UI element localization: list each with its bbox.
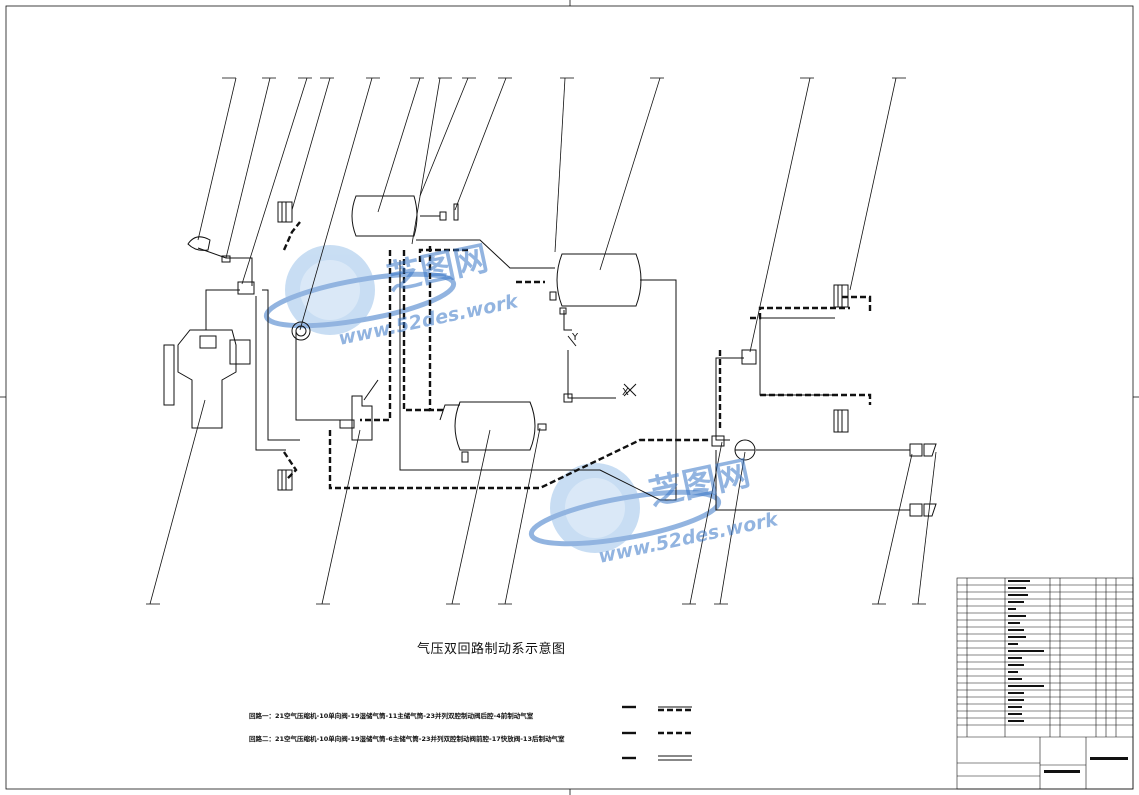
circuit-pipes <box>282 221 872 490</box>
trailer-coupling-icon <box>909 443 937 517</box>
line-legend <box>622 705 692 761</box>
circuit-note-1: 回路一：21空气压缩机-10单向阀-19湿储气筒-11主储气筒-23并列双腔制动… <box>249 712 534 720</box>
air-intake-icon <box>187 236 211 251</box>
y-axis-label: Y <box>571 332 579 343</box>
trailer-brake-valve-icon <box>734 439 756 461</box>
x-axis-label: X <box>622 387 629 398</box>
watermark-graphic-lower <box>528 463 722 553</box>
watermark-graphic-upper <box>263 245 457 335</box>
title-block-entries <box>1008 580 1128 773</box>
compressor-icon <box>163 329 251 429</box>
title-block <box>956 577 1134 790</box>
reservoir-main-icon <box>549 253 642 315</box>
watermark-brand-upper: 芝图网 <box>384 238 492 298</box>
leader-lines <box>146 77 937 605</box>
rear-brake-chamber-icon <box>833 284 849 433</box>
brake-valve-icon <box>339 379 379 441</box>
pressure-gauge-icon <box>291 321 311 341</box>
reservoir-upper-left-icon <box>351 195 459 237</box>
diagram-title: 气压双回路制动系示意图 <box>417 642 566 657</box>
unloader-valve-icon <box>221 255 255 295</box>
reservoir-lower-icon <box>454 401 547 463</box>
watermark-brand-lower: 芝图网 <box>646 453 754 513</box>
coordinate-indicator <box>563 335 637 403</box>
circuit-note-2: 回路二：21空气压缩机-10单向阀-19湿储气筒-6主储气筒-23并列双腔制动阀… <box>249 735 565 743</box>
front-brake-chamber-icon <box>277 201 293 491</box>
quick-release-valve-icon <box>711 349 757 447</box>
